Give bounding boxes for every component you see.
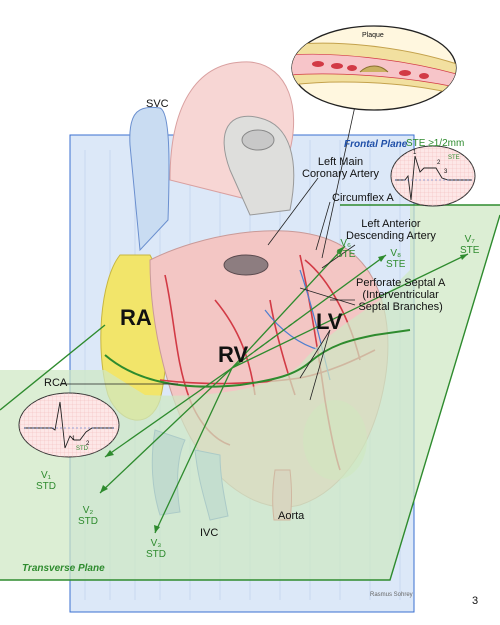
lead-vectors — [99, 245, 469, 534]
svc-vessel — [129, 106, 170, 252]
pulmonary-opening — [241, 129, 275, 151]
std-ecg-trace — [24, 401, 114, 449]
left-main-coronary-label: Left Main Coronary Artery — [302, 156, 380, 180]
ra-label: RA — [120, 305, 152, 330]
rca-label: RCA — [44, 377, 68, 389]
lead-v7-status: STE — [460, 245, 480, 256]
ste-ecg-trace — [395, 155, 472, 201]
lead-v3-status: STD — [146, 549, 166, 560]
perforate-septal-label: Perforate Septal A (Interventricular Sep… — [356, 277, 446, 313]
lead-v6-status: STE — [336, 249, 356, 260]
ste-header-text: STE — [406, 138, 426, 149]
lead-v3-name: V₃ — [150, 538, 162, 549]
ivc-label: IVC — [200, 527, 219, 539]
plaque-label: Plaque — [362, 32, 384, 39]
lv-label: LV — [316, 309, 343, 334]
ste-inset-label: STE — [448, 155, 460, 161]
lead-v8-status: STE — [386, 259, 406, 270]
std-inset-label: STD — [76, 446, 88, 452]
std-ecg-grid — [19, 393, 119, 457]
std-marker-2: 2 — [86, 441, 90, 447]
lead-v1-status: STD — [36, 481, 56, 492]
plaque-inset-content — [292, 42, 456, 96]
coronary-ostium — [223, 254, 269, 276]
ste-header-label: STE ≥1/2mm — [406, 138, 464, 150]
circumflex-label: Circumflex A — [332, 192, 394, 204]
lead-v6-name: V₆ — [340, 238, 352, 249]
ste-ecg-grid — [391, 146, 475, 206]
lead-v8-name: V₈ — [390, 248, 402, 259]
ste-marker-2: 2 — [437, 160, 441, 166]
lead-v2-name: V₂ — [82, 505, 94, 516]
ste-threshold: ≥1/2mm — [428, 138, 465, 149]
rv-label: RV — [218, 342, 249, 367]
transverse-plane — [0, 205, 500, 580]
frontal-plane-label: Frontal Plane — [344, 139, 408, 150]
lad-label: Left Anterior Descending Artery — [346, 218, 436, 242]
ste-marker-1: 1 — [413, 150, 417, 156]
lead-v2-status: STD — [78, 516, 98, 527]
aorta-label: Aorta — [278, 510, 305, 522]
artist-signature: Rasmus Sohrey — [370, 592, 413, 598]
svc-label: SVC — [146, 98, 169, 110]
page-number: 3 — [472, 595, 479, 607]
lead-arrowheads — [100, 246, 468, 533]
transverse-heart-cut — [104, 329, 411, 388]
transverse-plane-label: Transverse Plane — [22, 563, 105, 574]
lead-v7-name: V₇ — [464, 234, 475, 245]
std-marker-1: 1 — [72, 436, 76, 442]
lead-v1-name: V₁ — [40, 470, 52, 481]
ste-marker-3: 3 — [444, 169, 448, 175]
